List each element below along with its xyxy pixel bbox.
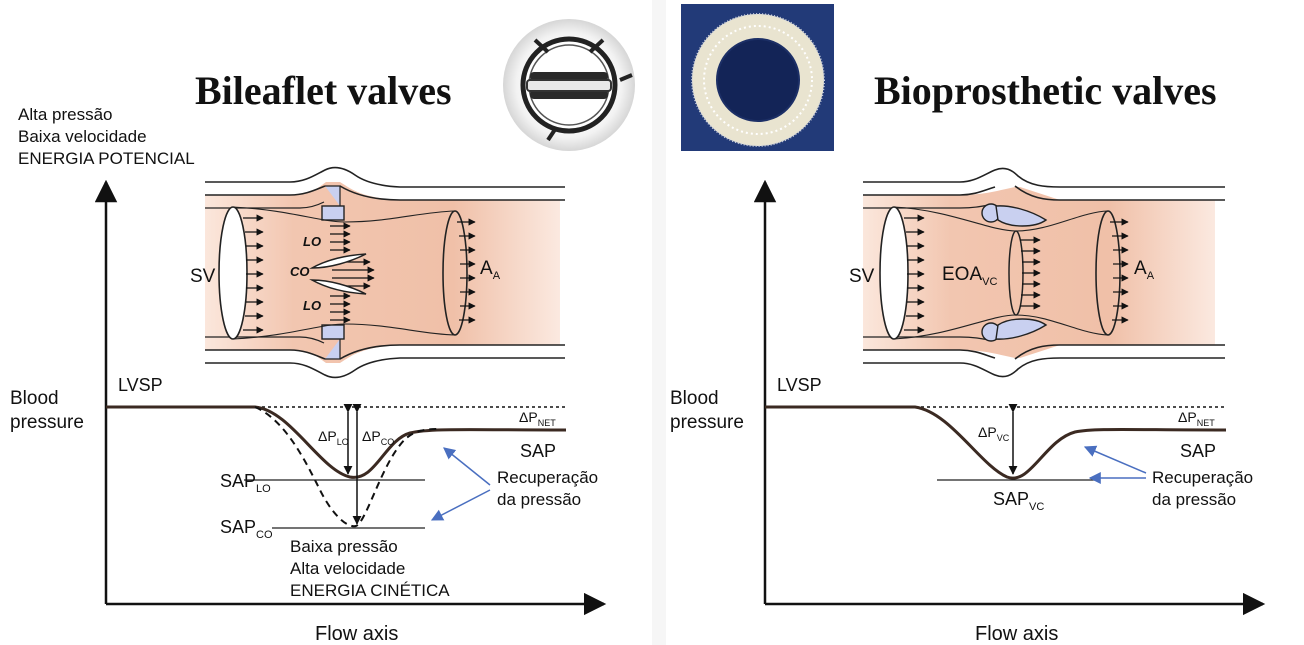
- left-curve-co: [254, 406, 441, 528]
- left-panel: Bileaflet valves Alta pressão Baixa velo…: [10, 19, 635, 645]
- right-label-aa: AA: [1134, 258, 1155, 282]
- annotation-bottom-line-1: Baixa pressão: [290, 537, 398, 556]
- left-lvsp-label: LVSP: [118, 375, 163, 395]
- left-y-axis-label: Blood pressure: [10, 388, 84, 433]
- left-sap-label: SAP: [520, 441, 556, 461]
- bioprosthetic-valve-photo-icon: [681, 4, 834, 151]
- right-sap-label: SAP: [1180, 441, 1216, 461]
- right-dp-vc-label: ΔPVC: [978, 424, 1010, 443]
- right-vessel-diagram: SV EOAVC AA: [849, 167, 1225, 378]
- left-dp-net-label: ΔPNET: [519, 409, 556, 428]
- annotation-top-line-3: ENERGIA POTENCIAL: [18, 149, 195, 168]
- left-dp-co-label: ΔPCO: [362, 428, 394, 447]
- bileaflet-valve-photo-icon: [503, 19, 635, 151]
- left-curve-lo: [106, 405, 567, 479]
- right-recovery-arrow-upper: [1083, 445, 1147, 474]
- label-lo-top: LO: [303, 234, 321, 249]
- left-sap-lo-label: SAPLO: [220, 471, 271, 495]
- annotation-top-line-2: Baixa velocidade: [18, 127, 147, 146]
- label-co: CO: [290, 264, 310, 279]
- right-recovery-label: Recuperação da pressão: [1152, 468, 1258, 509]
- right-title: Bioprosthetic valves: [874, 68, 1217, 113]
- left-annotation-top: Alta pressão Baixa velocidade ENERGIA PO…: [18, 105, 195, 168]
- annotation-top-line-1: Alta pressão: [18, 105, 113, 124]
- annotation-bottom-line-3: ENERGIA CINÉTICA: [290, 581, 450, 600]
- right-sap-vc-label: SAPVC: [993, 489, 1044, 513]
- annotation-bottom-line-2: Alta velocidade: [290, 559, 405, 578]
- right-lvsp-label: LVSP: [777, 375, 822, 395]
- right-curve-vc: [765, 405, 1227, 480]
- left-title: Bileaflet valves: [195, 68, 452, 113]
- label-sv: SV: [190, 266, 216, 287]
- right-panel: Bioprosthetic valves: [670, 4, 1266, 645]
- right-dp-net-label: ΔPNET: [1178, 409, 1215, 428]
- label-aa: AA: [480, 258, 501, 282]
- right-label-eoa: EOAVC: [942, 264, 997, 288]
- label-lo-bottom: LO: [303, 298, 321, 313]
- right-y-axis-label: Blood pressure: [670, 388, 744, 433]
- left-recovery-arrow-lower: [430, 489, 491, 521]
- left-dp-lo-label: ΔPLO: [318, 428, 349, 447]
- left-recovery-label: Recuperação da pressão: [497, 468, 603, 509]
- left-sap-co-label: SAPCO: [220, 517, 273, 541]
- right-label-sv: SV: [849, 266, 875, 287]
- left-vessel-diagram: SV LO CO LO AA: [190, 166, 565, 379]
- panel-divider: [652, 0, 666, 645]
- left-recovery-arrow-upper: [443, 447, 491, 486]
- left-x-axis-label: Flow axis: [315, 623, 398, 645]
- left-annotation-bottom: Baixa pressão Alta velocidade ENERGIA CI…: [290, 537, 450, 600]
- right-x-axis-label: Flow axis: [975, 623, 1058, 645]
